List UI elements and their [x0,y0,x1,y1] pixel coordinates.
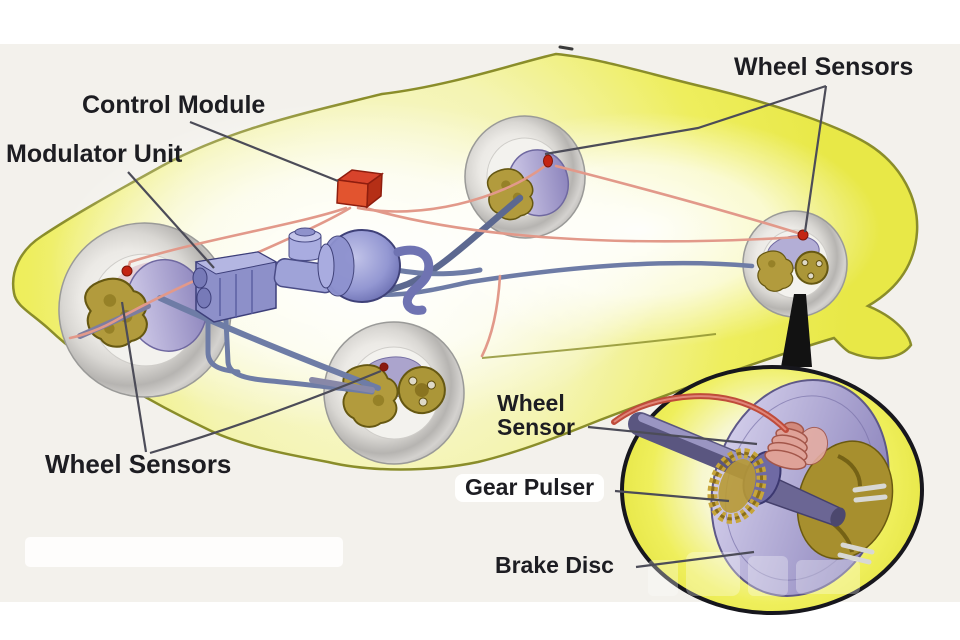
caliper-rear-right [754,247,797,295]
vacuum-hose [393,245,434,315]
inset-gear-pulser [707,448,767,524]
leader-modulator-unit [127,171,215,269]
label-modulator-unit: Modulator Unit [6,140,183,168]
leader-lines [120,84,828,569]
control-module-component [336,169,384,209]
modulator-unit-component [192,251,278,323]
label-control-module: Control Module [82,91,266,119]
leader-wheel-sensors-top-a [544,84,827,156]
label-gear-pulser: Gear Pulser [455,474,605,503]
inset-hub [796,440,894,565]
label-inset-wheel-sensor-line2: Sensor [497,414,575,441]
leader-wheel-sensors-bottom-a [120,301,148,453]
wheel-rear-left [323,321,465,465]
leader-control-module [189,120,339,183]
label-inset-wheel-sensor-line1: Wheel [497,390,565,416]
label-inset-wheel-sensor: Wheel Sensor [497,391,575,439]
fluid-reservoir [288,227,322,261]
leader-wheel-sensors-bottom-b [149,369,382,455]
leader-inset-gear-pulser [614,489,730,503]
rocker-edge-line [481,333,717,359]
inset-wheel-sensor [611,393,829,470]
watermark [648,552,860,596]
brake-booster [317,229,401,303]
leader-inset-wheel-sensor [587,425,758,446]
magnifier-wedge [781,294,812,367]
hydraulic-assembly [192,227,434,323]
wheel-studs [837,483,888,565]
leader-inset-brake-disc [635,550,755,569]
wheel-sensor-dots [121,154,809,372]
label-wheel-sensors-top: Wheel Sensors [734,53,914,81]
blank-band [25,537,343,567]
leader-wheel-sensors-top-b [803,85,828,233]
label-brake-disc: Brake Disc [495,552,614,578]
label-wheel-sensors-bottom: Wheel Sensors [45,449,232,479]
roof-mark [558,45,574,51]
sensor-detail-inset [611,365,924,615]
